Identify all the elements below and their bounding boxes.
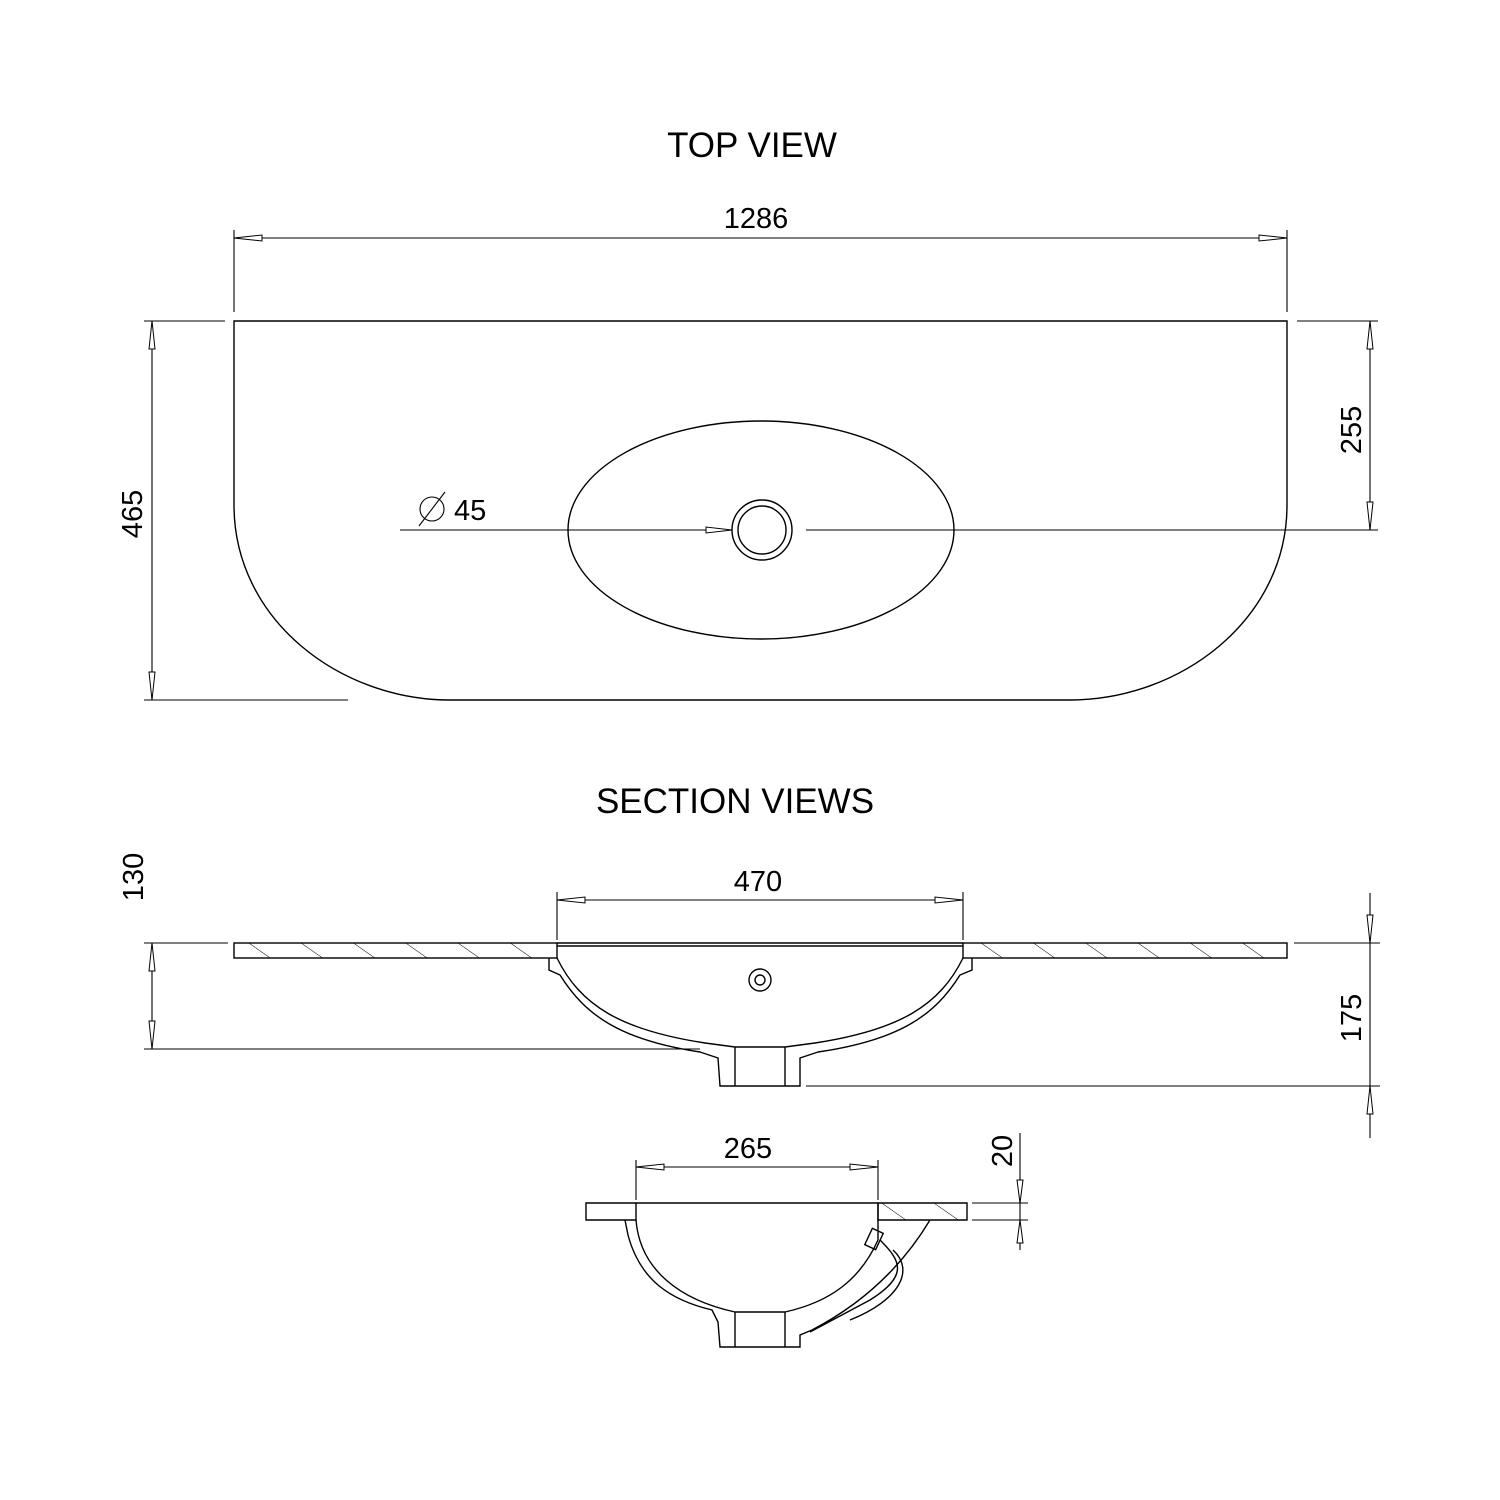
long-section bbox=[233, 942, 1288, 1087]
section-views-title: SECTION VIEWS bbox=[596, 782, 874, 821]
dim-bowl-length-label: 470 bbox=[734, 866, 782, 898]
overflow-hole-inner bbox=[754, 974, 766, 986]
overflow-fitting bbox=[863, 1227, 885, 1251]
dim-deck-thickness bbox=[972, 1133, 1028, 1250]
dim-waste-offset bbox=[806, 320, 1378, 531]
dim-bowl-width bbox=[635, 1160, 879, 1200]
drain-throat bbox=[734, 1047, 786, 1086]
dim-bowl-length bbox=[556, 892, 964, 940]
cross-bowl-outer bbox=[624, 1219, 931, 1348]
dim-overall-width bbox=[233, 230, 1288, 312]
dim-bowl-width-label: 265 bbox=[724, 1133, 772, 1165]
dim-total-height bbox=[806, 893, 1380, 1138]
bowl-inner bbox=[556, 957, 964, 1048]
dim-waste-diameter bbox=[400, 491, 733, 534]
deck-left-hatch bbox=[234, 943, 557, 958]
dim-basin-height-above bbox=[144, 942, 700, 1050]
dim-waste-diameter-label: 45 bbox=[454, 495, 486, 527]
dim-basin-height-above-label: 130 bbox=[118, 853, 150, 901]
basin-outline bbox=[233, 320, 1288, 701]
cross-section bbox=[585, 1202, 968, 1348]
dim-waste-offset-label: 255 bbox=[1336, 406, 1368, 454]
dim-overall-depth-label: 465 bbox=[117, 490, 149, 538]
cross-deck-left bbox=[585, 1202, 637, 1221]
dim-total-height-label: 175 bbox=[1336, 994, 1368, 1042]
top-view-title: TOP VIEW bbox=[667, 126, 837, 165]
dim-deck-thickness-label: 20 bbox=[987, 1135, 1019, 1167]
bowl-outer bbox=[548, 958, 973, 1087]
cross-bowl-inner bbox=[635, 1203, 879, 1313]
overflow-hole-outer bbox=[748, 968, 772, 992]
cross-drain-throat bbox=[734, 1312, 786, 1347]
dim-overall-depth bbox=[144, 320, 348, 701]
dim-overall-width-label: 1286 bbox=[724, 203, 789, 235]
top-view bbox=[233, 320, 1288, 701]
deck-right-hatch bbox=[963, 943, 1287, 958]
waste-outlet-inner bbox=[737, 505, 787, 555]
diameter-symbol-icon bbox=[419, 496, 445, 522]
overflow-channel bbox=[809, 1239, 904, 1333]
waste-outlet-outer bbox=[731, 499, 793, 561]
